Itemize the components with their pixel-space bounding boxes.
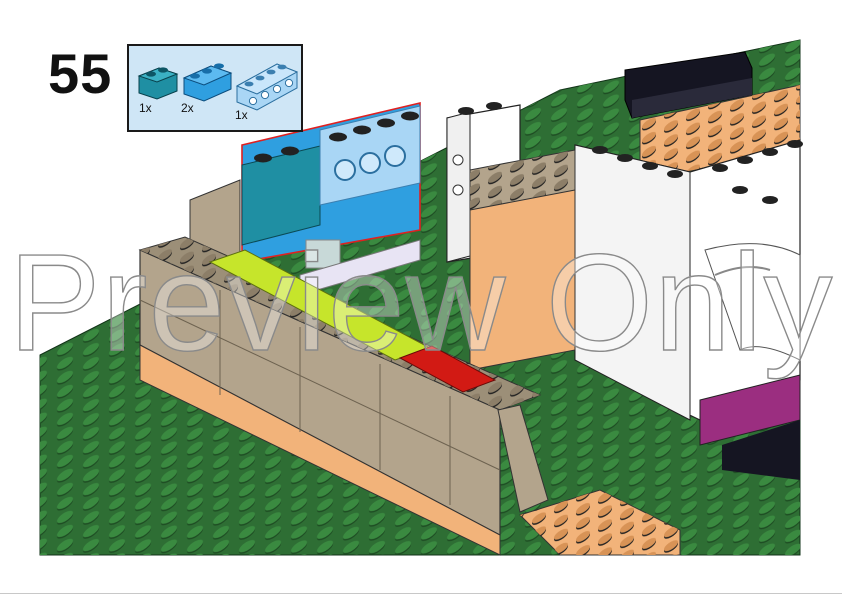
new-parts-assembly [241,101,421,296]
white-building-right [574,139,803,421]
page-divider [0,593,842,594]
part-quantity: 1x [139,101,152,115]
lime-tile-row [208,249,497,393]
parts-list-callout: 1x 2x 1x [127,44,303,132]
magenta-brick-right [699,374,801,480]
part-quantity: 1x [235,108,248,122]
teal-brick-1x2-icon [137,67,179,100]
part-quantity: 2x [181,101,194,115]
step-number: 55 [48,42,113,105]
tan-wall-back [189,149,576,371]
orange-tile-row-bottom [519,489,681,556]
light-blue-technic-brick-1x4-icon [235,63,299,111]
parts-list-icons [137,63,299,111]
blue-brick-1x3-icon [182,63,233,102]
